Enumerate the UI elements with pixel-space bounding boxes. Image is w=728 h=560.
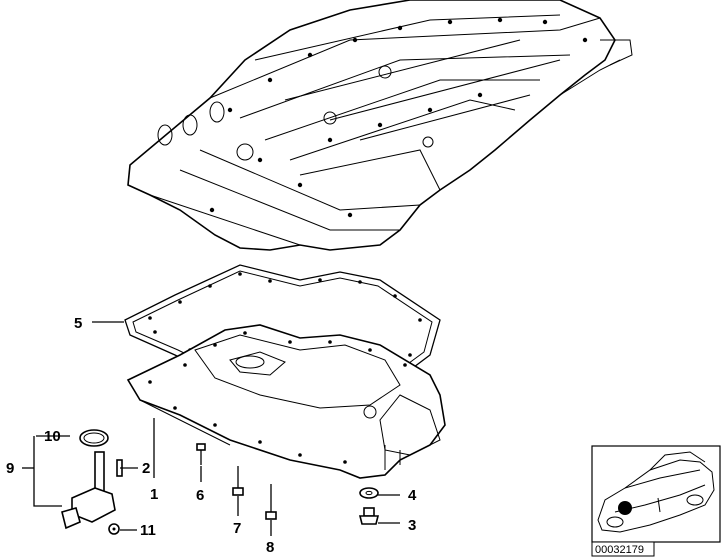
bolt-6 (196, 443, 206, 465)
oil-level-sensor (61, 451, 123, 530)
engine-block-illustration (127, 0, 633, 251)
nut-11 (108, 523, 120, 535)
callout-10: 10 (44, 428, 61, 445)
engine-flange-bolts (209, 17, 588, 218)
callout-6: 6 (196, 487, 204, 504)
callout-8: 8 (266, 539, 274, 556)
callout-7: 7 (233, 520, 241, 537)
callout-1: 1 (150, 486, 158, 503)
callout-5: 5 (74, 315, 82, 332)
callout-4: 4 (408, 487, 417, 504)
bolt-8 (265, 484, 277, 520)
vehicle-locator-inset (591, 445, 721, 543)
callout-labels: 1 2 3 4 5 6 7 8 9 10 11 (6, 315, 417, 556)
oil-pan (126, 324, 446, 479)
reference-number-box: 00032179 (591, 541, 655, 557)
callout-11: 11 (140, 522, 156, 539)
reference-number: 00032179 (595, 544, 644, 556)
oil-pan-bolt-holes (148, 331, 407, 464)
sealing-ring-10 (79, 429, 109, 447)
sealing-washer-4 (359, 487, 379, 499)
callout-2: 2 (142, 460, 150, 477)
leader-lines (22, 321, 400, 536)
location-marker (618, 501, 632, 515)
callout-9: 9 (6, 460, 14, 477)
bolt-7 (232, 466, 244, 496)
drain-plug-3 (358, 507, 380, 525)
callout-3: 3 (408, 517, 416, 534)
